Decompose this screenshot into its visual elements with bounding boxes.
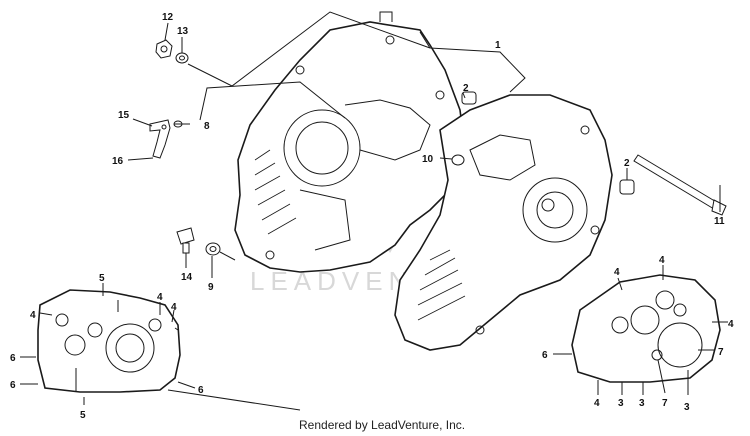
callout-4-mid: 4 (157, 292, 163, 303)
stud-bolt-11 (633, 154, 727, 216)
callout-10: 10 (422, 154, 434, 165)
callout-3-b: 3 (639, 398, 645, 409)
callout-6-left-upper: 6 (10, 353, 16, 364)
o-ring-10 (451, 154, 465, 166)
gasket-washer-9 (205, 242, 221, 256)
callout-5-bottom: 5 (80, 410, 86, 421)
leader-lines (20, 11, 728, 411)
callout-4-right-cover-b: 4 (659, 255, 665, 266)
callout-3-a: 3 (618, 398, 624, 409)
washer-13 (175, 52, 189, 64)
callout-7-right: 7 (718, 347, 724, 358)
callout-6-bottom-right: 6 (198, 385, 204, 396)
left-crankcase-half (234, 11, 466, 273)
callout-11: 11 (714, 216, 725, 227)
callout-9: 9 (208, 282, 214, 293)
dowel-pin-2-upper (461, 91, 477, 105)
callout-2-upper: 2 (463, 83, 469, 94)
dowel-pin-2-lower (619, 179, 635, 195)
callout-2-lower: 2 (624, 158, 630, 169)
callout-4-right-cover-c: 4 (728, 319, 734, 330)
callout-6-left-lower: 6 (10, 380, 16, 391)
callout-8: 8 (204, 121, 210, 132)
callout-labels: 12 13 1 2 2 15 8 16 10 11 14 9 5 4 4 4 6… (10, 12, 734, 421)
callout-4-right: 4 (171, 302, 177, 313)
callout-16: 16 (112, 156, 124, 167)
callout-1: 1 (495, 40, 501, 51)
left-cover-gasket (37, 289, 181, 393)
callout-4-left: 4 (30, 310, 36, 321)
callout-3-c: 3 (684, 402, 690, 413)
callout-4-right-cover-d: 4 (594, 398, 600, 409)
callout-4-right-cover-a: 4 (614, 267, 620, 278)
callout-14: 14 (181, 272, 193, 283)
callout-6-right-cover: 6 (542, 350, 548, 361)
callout-7-bottom: 7 (662, 398, 668, 409)
credit-text: Rendered by LeadVenture, Inc. (299, 418, 465, 432)
callout-12: 12 (162, 12, 174, 23)
callout-5-top-left: 5 (99, 273, 105, 284)
callout-15: 15 (118, 110, 130, 121)
callout-13: 13 (177, 26, 189, 37)
drain-bolt-14 (176, 227, 195, 254)
right-cover-gasket (571, 274, 721, 383)
nut-12 (155, 39, 173, 59)
breather-fitting-15 (149, 119, 171, 159)
